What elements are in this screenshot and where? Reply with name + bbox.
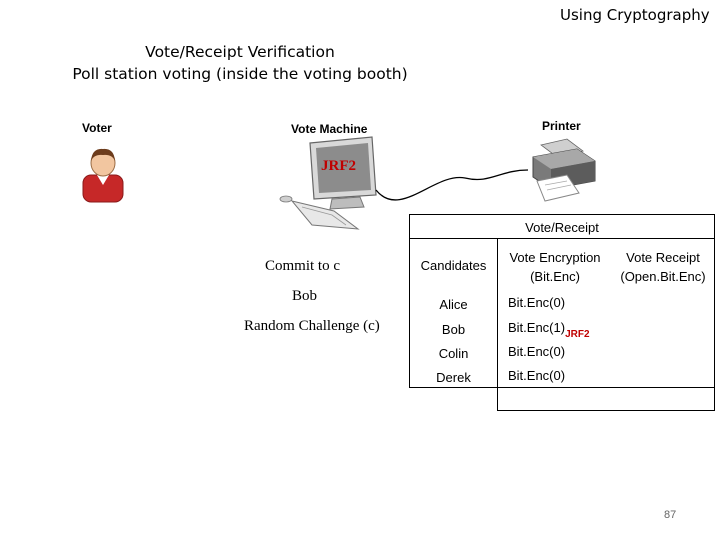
- table-divider-col1: [497, 238, 498, 411]
- table-border-right: [714, 214, 715, 411]
- row-candidate: Bob: [441, 322, 466, 337]
- table-border-left: [409, 214, 410, 388]
- table-border-top: [409, 214, 715, 215]
- table-divider-rows: [409, 387, 715, 388]
- header-candidates: Candidates: [420, 258, 487, 273]
- printer-icon: [532, 138, 596, 202]
- header-vote-receipt: Vote Receipt (Open.Bit.Enc): [620, 250, 706, 284]
- vote-machine-label: Vote Machine: [291, 122, 368, 136]
- printer-label: Printer: [542, 119, 581, 133]
- row-candidate: Colin: [438, 346, 469, 361]
- row-encryption: Bit.Enc(0): [508, 295, 566, 310]
- row-candidate: Alice: [439, 297, 468, 312]
- row-encryption: Bit.Enc(0): [508, 368, 566, 383]
- title-line-1: Vote/Receipt Verification: [145, 43, 335, 61]
- row-candidate: Derek: [436, 370, 471, 385]
- row-encryption: Bit.Enc(0): [508, 344, 566, 359]
- random-challenge-label: Random Challenge (c): [244, 318, 380, 334]
- printer-cable: [375, 169, 529, 201]
- page-number: 87: [664, 509, 677, 521]
- voter-label: Voter: [82, 121, 112, 135]
- row-encryption-value: Bit.Enc(1): [508, 320, 566, 335]
- voter-icon: [82, 148, 124, 203]
- machine-screen-text: JRF2: [321, 158, 356, 174]
- row-mark: JRF2: [565, 329, 590, 340]
- table-divider-title: [409, 238, 715, 239]
- receipt-title: Vote/Receipt: [525, 220, 599, 235]
- commit-candidate: Bob: [292, 288, 318, 304]
- section-header: Using Cryptography: [560, 6, 710, 24]
- row-encryption: Bit.Enc(1)JRF2: [508, 320, 590, 340]
- slide-title: Vote/Receipt Verification Poll station v…: [40, 41, 440, 85]
- title-line-2: Poll station voting (inside the voting b…: [72, 65, 408, 83]
- table-border-bottom: [497, 410, 715, 411]
- vote-machine-icon: [279, 136, 377, 230]
- header-vote-encryption: Vote Encryption (Bit.Enc): [509, 250, 601, 284]
- commit-label: Commit to c: [265, 258, 340, 274]
